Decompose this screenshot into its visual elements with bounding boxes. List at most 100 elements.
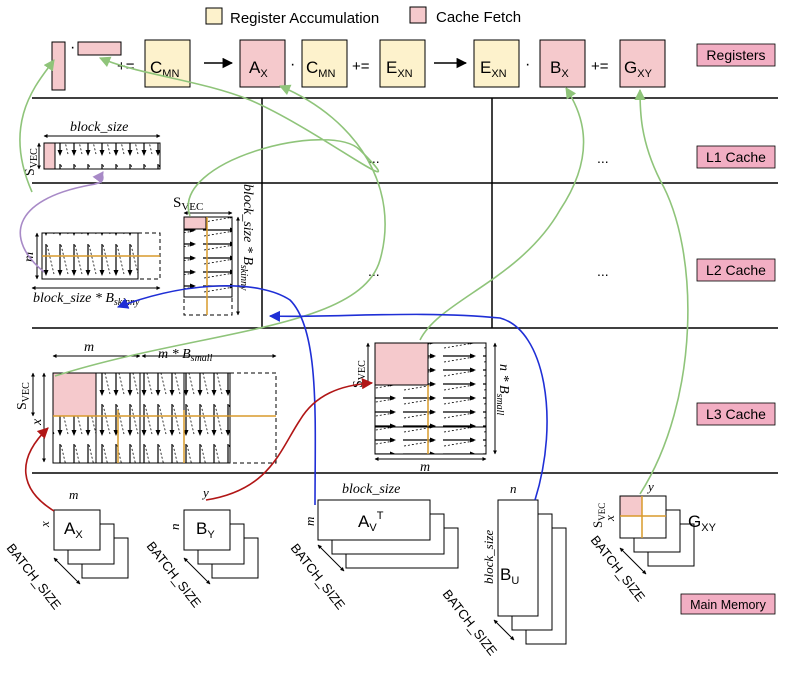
green-arrow-l1-to-register-col: [19, 59, 55, 193]
bu-batch-label: BATCH_SIZE: [440, 587, 501, 659]
l2-ellipsis-2: ...: [597, 263, 609, 279]
by-dim-left: n: [167, 524, 182, 531]
l2-ellipsis-1: ...: [368, 263, 380, 279]
l3-x-label: x: [30, 418, 45, 426]
l2-svec-label: SVEC: [173, 195, 203, 213]
legend-register-swatch: [205, 7, 223, 25]
l2-height-label: block_size * Bskinny: [238, 184, 255, 291]
l1-block: [43, 142, 161, 170]
gxy-x-label: x: [602, 515, 617, 522]
l3-m-bsmall-label: m * Bsmall: [158, 347, 213, 364]
gxy-batch-arrow: [619, 547, 647, 575]
ax-dim-left: x: [37, 521, 52, 528]
l2-label-box: [696, 258, 776, 282]
l3-label-box: [696, 402, 776, 426]
registers-label-box: [696, 43, 776, 67]
pluseq-3: +=: [591, 58, 609, 75]
green-arrow-mem-to-gxy: [634, 88, 689, 495]
green-arrow-l2-to-register-row: [98, 56, 380, 217]
main-memory-label-box: [680, 593, 776, 615]
avt-label: AVT: [358, 510, 384, 534]
l1-block-size-label: block_size: [70, 120, 128, 135]
b-x-box: [539, 39, 586, 88]
ax-stack-1: [53, 509, 101, 551]
ax-dim-top: m: [69, 487, 78, 502]
green-arrow-l3-to-ax: [54, 84, 386, 377]
legend-register-label: Register Accumulation: [230, 10, 379, 27]
gxy-dim-top: y: [646, 479, 654, 494]
gxy-fetch: [619, 495, 643, 517]
l3-m-label: m: [84, 340, 94, 355]
dot-1: ·: [70, 39, 75, 56]
l3-svec-label: SVEC: [15, 382, 32, 410]
l2-label: L2 Cache: [706, 262, 766, 278]
l2-right-block-fetch: [183, 216, 207, 230]
a-x-box: [239, 39, 286, 88]
a-x: AX: [249, 58, 268, 80]
l1-label-box: [696, 145, 776, 169]
l3-left-block-fetch: [52, 372, 97, 417]
bu-stack-1: [497, 499, 539, 617]
legend-cache-label: Cache Fetch: [436, 9, 521, 26]
register-row-vector: [77, 41, 122, 56]
bu-dim-left: block_size: [481, 530, 496, 584]
g-xy-box: [619, 39, 666, 88]
l3-cache-contents: m m * Bsmall SVEC x SVEC n * Bsmall m: [15, 340, 511, 475]
e-xn-box-2: [473, 39, 520, 88]
dot-3: ·: [525, 56, 530, 73]
bu-dim-top: n: [510, 481, 517, 496]
gxy-svec-label: SVEC: [590, 503, 607, 528]
avt-batch-arrow: [317, 544, 345, 572]
gxy-label: GXY: [688, 512, 717, 534]
ax-label: AX: [64, 519, 83, 541]
registers-row: · += CMN AX · CMN += EXN EXN · BX += GXY: [51, 39, 666, 91]
l1-block-fetch: [43, 142, 56, 170]
e-xn-box-1: [379, 39, 426, 88]
l3-right-m-label: m: [420, 460, 430, 475]
e-xn-2: EXN: [480, 58, 507, 80]
blue-arrow-bu-to-l2: [268, 310, 548, 501]
purple-arrow-l2-to-l1: [19, 171, 104, 273]
l1-ellipsis-1: ...: [368, 150, 380, 166]
c-mn-2: CMN: [306, 58, 335, 80]
bu-batch-arrow: [493, 619, 515, 641]
main-memory-contents: m x AX BATCH_SIZE y n BY BATCH_SIZE bloc…: [4, 479, 717, 659]
data-movement-arrows: [19, 56, 689, 512]
red-arrow-by-to-l3: [205, 378, 374, 501]
l3-right-n-label: n * Bsmall: [494, 364, 511, 415]
avt-dim-left: m: [302, 517, 317, 526]
c-mn-box-1: [144, 39, 191, 88]
l1-ellipsis-2: ...: [597, 150, 609, 166]
level-labels: Registers L1 Cache L2 Cache L3 Cache Mai…: [680, 43, 776, 615]
blue-arrow-avt-to-l2: [116, 285, 317, 506]
bu-label: BU: [500, 565, 519, 587]
l2-right-block-dashed: [183, 296, 233, 316]
l1-svec-label: SVEC: [23, 148, 40, 176]
by-batch-arrow: [183, 557, 211, 585]
register-column-vector: [51, 41, 66, 91]
b-x: BX: [550, 58, 569, 80]
pluseq-2: +=: [352, 58, 370, 75]
avt-stack-1: [317, 499, 431, 541]
legend-cache-swatch: [409, 6, 427, 24]
l3-right-block-dashed: [374, 426, 487, 455]
by-label: BY: [196, 519, 215, 541]
by-dim-top: y: [201, 485, 209, 500]
g-xy: GXY: [624, 58, 653, 80]
e-xn-1: EXN: [386, 58, 413, 80]
legend: Register Accumulation Cache Fetch: [205, 6, 521, 27]
ax-batch-arrow: [53, 557, 81, 585]
avt-dim-top: block_size: [342, 482, 400, 497]
gxy-stack-1: [619, 495, 667, 539]
green-arrow-l3-to-bx: [419, 87, 585, 341]
c-mn-box-2: [301, 39, 348, 88]
ax-batch-label: BATCH_SIZE: [4, 541, 65, 613]
l2-cache-contents: m block_size * Bskinny SVEC block_size *…: [22, 184, 609, 316]
l3-label: L3 Cache: [706, 406, 766, 422]
l3-left-block-dashed: [229, 372, 277, 464]
red-arrow-ax-to-l3: [24, 427, 55, 512]
level-separators: [32, 97, 778, 474]
l1-label: L1 Cache: [706, 149, 766, 165]
by-stack-1: [183, 509, 231, 551]
